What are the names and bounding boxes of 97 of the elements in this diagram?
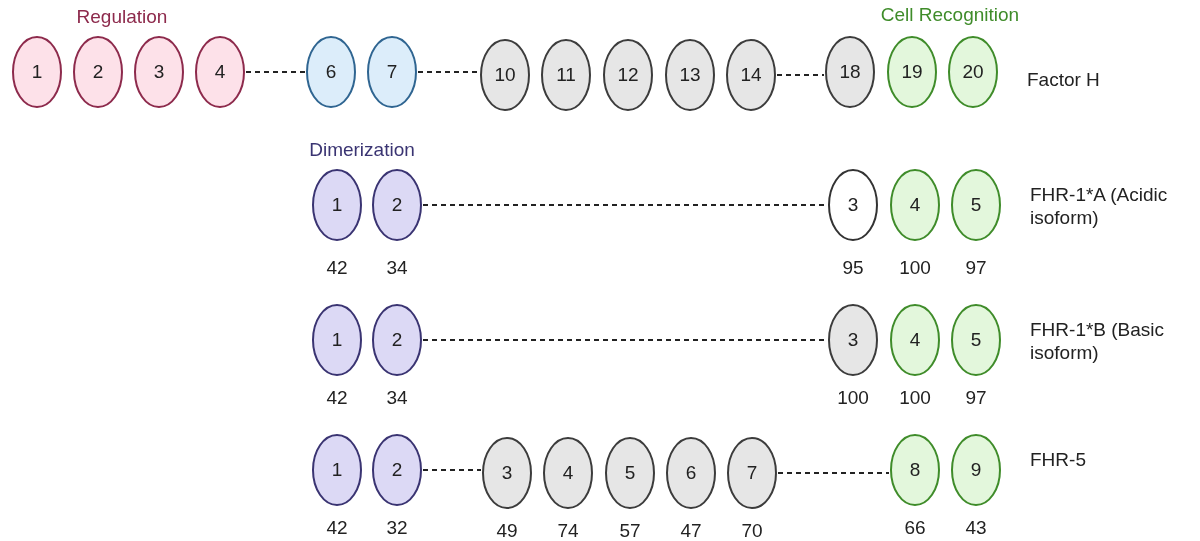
domain-oval bbox=[312, 169, 362, 241]
domain-oval bbox=[951, 304, 1001, 376]
domain-number: 4 bbox=[562, 462, 574, 484]
identity-percent: 47 bbox=[679, 520, 703, 541]
domain-number: 3 bbox=[501, 462, 513, 484]
identity-percent: 74 bbox=[556, 520, 580, 541]
identity-percent: 34 bbox=[385, 257, 409, 279]
domain-number: 2 bbox=[391, 329, 403, 351]
identity-percent: 42 bbox=[325, 257, 349, 279]
domain-oval bbox=[480, 39, 530, 111]
domain-number: 4 bbox=[909, 329, 921, 351]
domain-oval bbox=[312, 304, 362, 376]
domain-number: 1 bbox=[331, 194, 343, 216]
identity-percent: 43 bbox=[964, 517, 988, 539]
domain-oval bbox=[372, 304, 422, 376]
domain-oval bbox=[890, 304, 940, 376]
domain-number: 4 bbox=[214, 61, 226, 83]
domain-number: 12 bbox=[617, 64, 639, 86]
domain-oval bbox=[726, 39, 776, 111]
domain-number: 7 bbox=[746, 462, 758, 484]
domain-oval bbox=[367, 36, 417, 108]
domain-number: 13 bbox=[679, 64, 701, 86]
domain-oval bbox=[312, 434, 362, 506]
identity-percent: 97 bbox=[964, 387, 988, 409]
identity-percent: 100 bbox=[898, 257, 932, 279]
identity-percent: 42 bbox=[325, 517, 349, 539]
domain-number: 5 bbox=[970, 329, 982, 351]
domain-oval bbox=[541, 39, 591, 111]
identity-percent: 42 bbox=[325, 387, 349, 409]
domain-oval bbox=[727, 437, 777, 509]
identity-percent: 66 bbox=[903, 517, 927, 539]
domain-number: 18 bbox=[839, 61, 861, 83]
domain-oval bbox=[306, 36, 356, 108]
domain-oval bbox=[482, 437, 532, 509]
domain-oval bbox=[603, 39, 653, 111]
domain-number: 11 bbox=[556, 64, 576, 86]
identity-percent: 32 bbox=[385, 517, 409, 539]
dashed-connector bbox=[776, 74, 825, 76]
domain-oval bbox=[605, 437, 655, 509]
domain-oval bbox=[948, 36, 998, 108]
domain-oval bbox=[951, 169, 1001, 241]
domain-number: 2 bbox=[92, 61, 104, 83]
domain-number: 19 bbox=[901, 61, 923, 83]
protein-name: FHR-1*B (Basic isoform) bbox=[1030, 318, 1166, 364]
dashed-connector bbox=[245, 71, 306, 73]
domain-number: 8 bbox=[909, 459, 921, 481]
domain-number: 5 bbox=[624, 462, 636, 484]
domain-number: 2 bbox=[391, 459, 403, 481]
domain-number: 2 bbox=[391, 194, 403, 216]
identity-percent: 100 bbox=[836, 387, 870, 409]
identity-percent: 95 bbox=[841, 257, 865, 279]
domain-number: 4 bbox=[909, 194, 921, 216]
group-heading: Dimerization bbox=[309, 138, 415, 161]
domain-number: 3 bbox=[847, 329, 859, 351]
domain-number: 1 bbox=[331, 459, 343, 481]
protein-name: Factor H bbox=[1027, 68, 1101, 91]
domain-oval bbox=[73, 36, 123, 108]
domain-oval bbox=[828, 169, 878, 241]
identity-percent: 49 bbox=[495, 520, 519, 541]
domain-number: 1 bbox=[331, 329, 343, 351]
identity-percent: 97 bbox=[964, 257, 988, 279]
identity-percent: 57 bbox=[618, 520, 642, 541]
dashed-connector bbox=[422, 469, 482, 471]
domain-oval bbox=[372, 434, 422, 506]
domain-oval bbox=[828, 304, 878, 376]
domain-oval bbox=[195, 36, 245, 108]
group-heading: Regulation bbox=[76, 5, 168, 28]
domain-number: 20 bbox=[962, 61, 984, 83]
dashed-connector bbox=[417, 71, 480, 73]
domain-oval bbox=[890, 434, 940, 506]
domain-number: 5 bbox=[970, 194, 982, 216]
domain-number: 6 bbox=[325, 61, 337, 83]
domain-number: 3 bbox=[847, 194, 859, 216]
domain-oval bbox=[666, 437, 716, 509]
domain-number: 6 bbox=[685, 462, 697, 484]
domain-oval bbox=[887, 36, 937, 108]
domain-oval bbox=[12, 36, 62, 108]
domain-oval bbox=[890, 169, 940, 241]
domain-number: 10 bbox=[494, 64, 516, 86]
identity-percent: 100 bbox=[898, 387, 932, 409]
protein-name: FHR-1*A (Acidic isoform) bbox=[1030, 183, 1169, 229]
identity-percent: 34 bbox=[385, 387, 409, 409]
domain-oval bbox=[825, 36, 875, 108]
domain-oval bbox=[134, 36, 184, 108]
dashed-connector bbox=[777, 472, 890, 474]
domain-number: 1 bbox=[31, 61, 43, 83]
domain-oval bbox=[372, 169, 422, 241]
protein-name: FHR-5 bbox=[1030, 448, 1087, 471]
domain-number: 14 bbox=[740, 64, 762, 86]
domain-oval bbox=[543, 437, 593, 509]
domain-oval bbox=[951, 434, 1001, 506]
identity-percent: 70 bbox=[740, 520, 764, 541]
domain-number: 3 bbox=[153, 61, 165, 83]
domain-oval bbox=[665, 39, 715, 111]
domain-number: 7 bbox=[386, 61, 398, 83]
domain-number: 9 bbox=[970, 459, 982, 481]
group-heading: Cell Recognition bbox=[880, 3, 1020, 26]
